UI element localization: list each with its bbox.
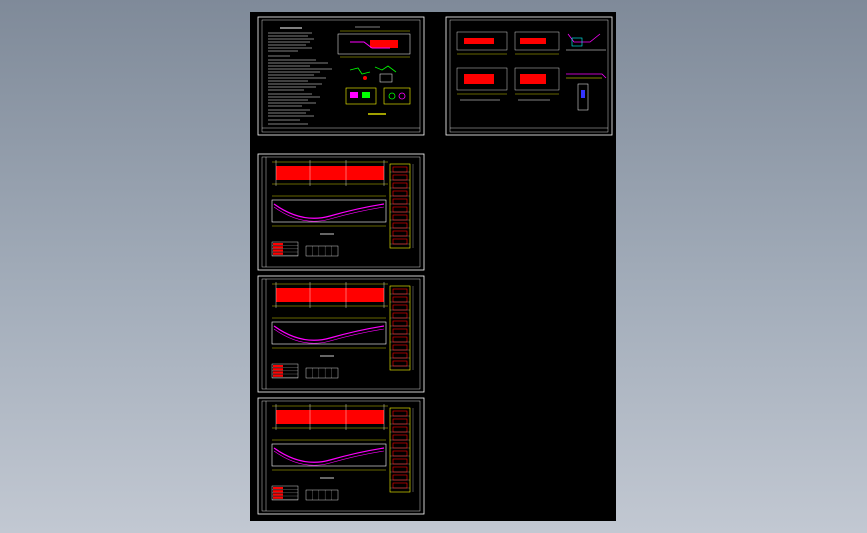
section-strip xyxy=(389,285,414,371)
tendon-table xyxy=(271,363,339,379)
beam-plan-view xyxy=(272,404,388,430)
cad-drawing xyxy=(257,16,613,515)
notes-anchor-details xyxy=(345,65,411,115)
beam-elevation-view xyxy=(271,195,387,235)
beam-elevation-sheet-3[interactable] xyxy=(257,397,425,515)
anchorage-detail-sheet[interactable] xyxy=(445,16,613,136)
beam-sheets-group xyxy=(257,153,425,515)
notes-text-block xyxy=(268,27,332,125)
section-strip xyxy=(389,163,414,249)
tendon-table xyxy=(271,485,339,501)
beam-plan-view xyxy=(272,282,388,308)
detail-elevation-group xyxy=(456,31,607,111)
tendon-table xyxy=(271,241,339,257)
notes-section-detail xyxy=(337,26,411,58)
beam-elevation-sheet-2[interactable] xyxy=(257,275,425,393)
beam-elevation-view xyxy=(271,439,387,479)
section-strip xyxy=(389,407,414,493)
beam-elevation-sheet-1[interactable] xyxy=(257,153,425,271)
beam-elevation-view xyxy=(271,317,387,357)
design-notes-sheet[interactable] xyxy=(257,16,425,136)
beam-plan-view xyxy=(272,160,388,186)
drawing-canvas[interactable] xyxy=(250,12,616,521)
